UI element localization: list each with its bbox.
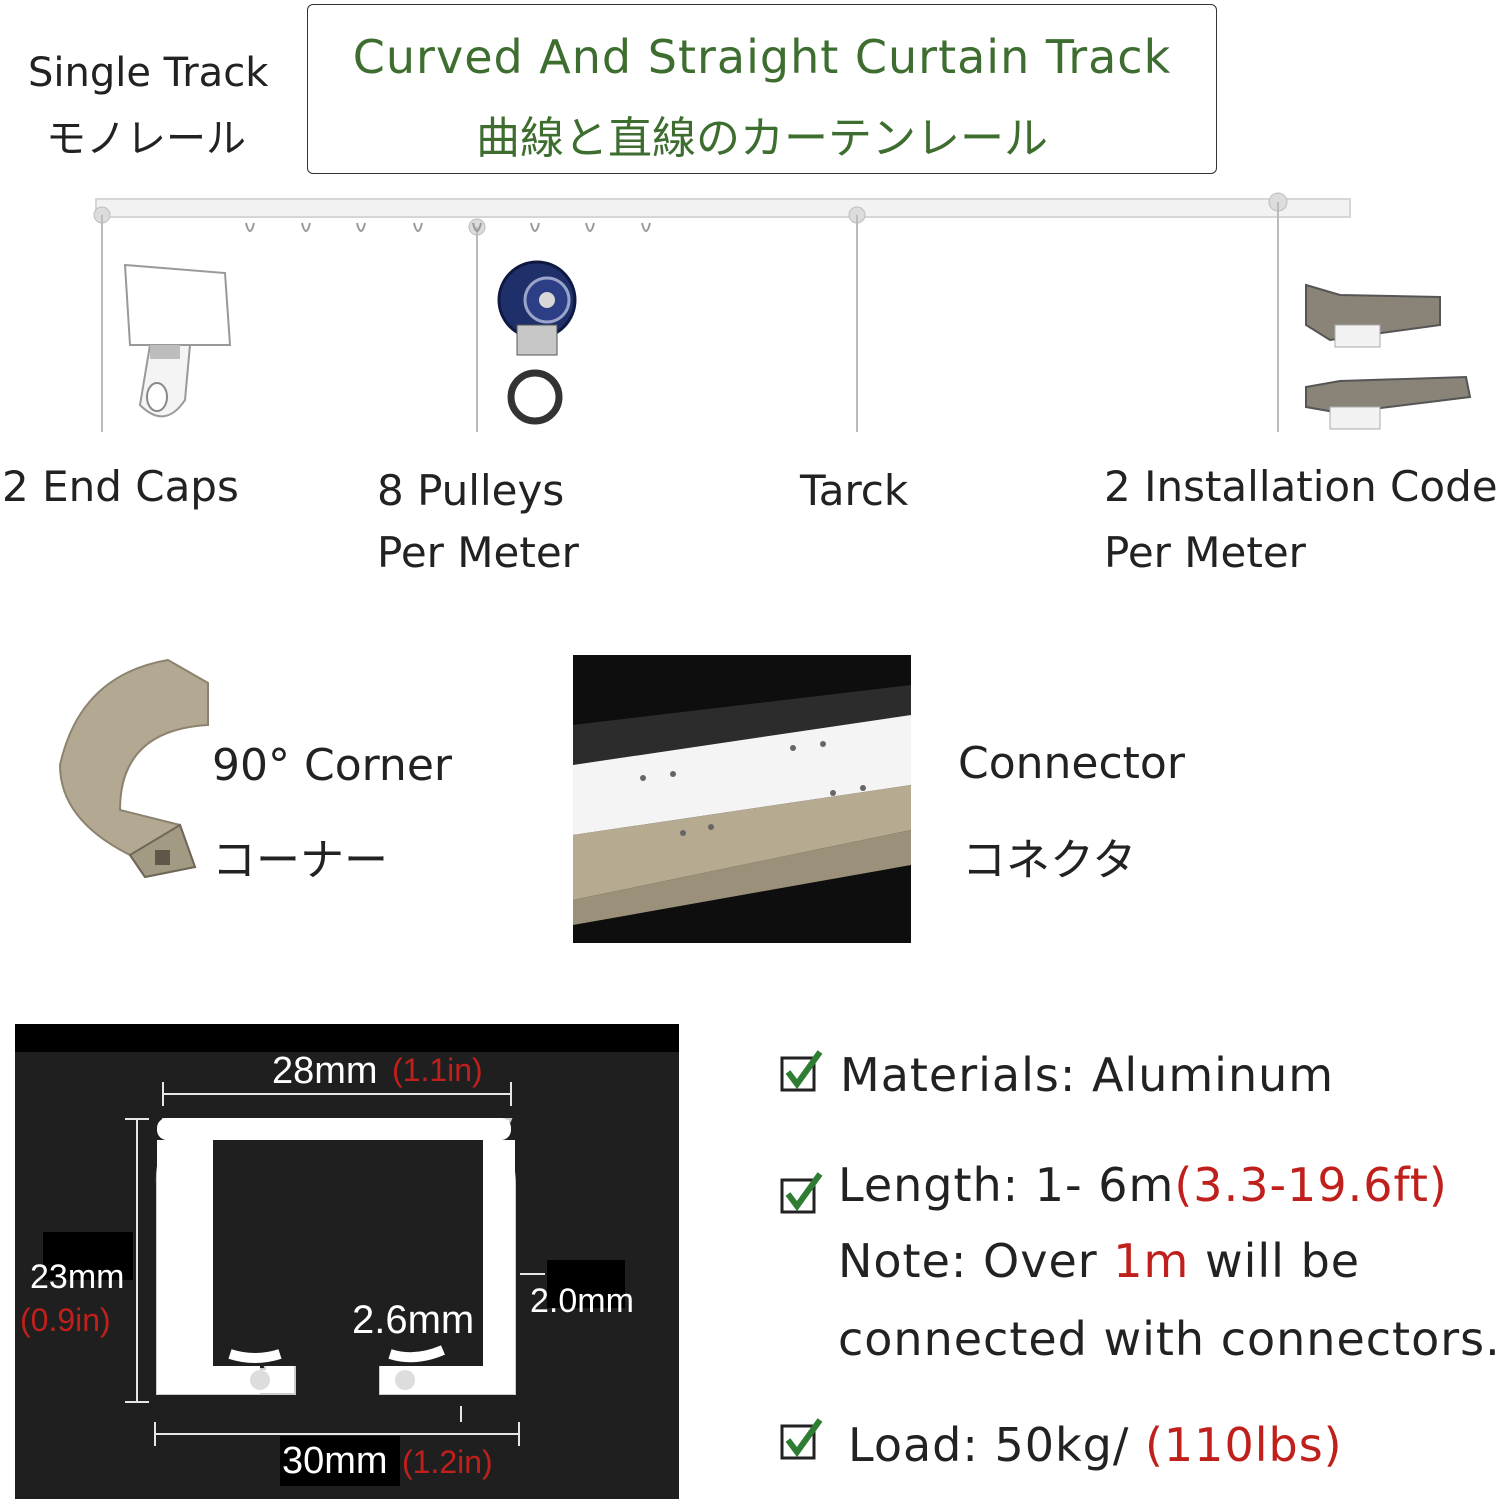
corner-icon — [58, 658, 209, 879]
track-rail — [95, 198, 1351, 218]
spec-load-lbs: (110lbs) — [1144, 1418, 1343, 1472]
connector-label-ja: コネクタ — [962, 835, 1137, 886]
track-label: Tarck — [800, 466, 909, 515]
spec-note-prefix: Note: Over — [838, 1234, 1114, 1288]
height-in: (0.9in) — [20, 1302, 111, 1338]
wall-thickness: 2.0mm — [530, 1282, 634, 1320]
title-box — [307, 4, 1217, 174]
gap-thickness: 2.6mm — [352, 1298, 475, 1342]
spec-note-red: 1m — [1113, 1234, 1190, 1288]
pulleys-label-line2: Per Meter — [377, 528, 579, 577]
pulleys-label-line1: 8 Pulleys — [377, 466, 565, 515]
spec-length: Length: 1- 6m(3.3-19.6ft) — [838, 1158, 1448, 1212]
spec-materials: Materials: Aluminum — [840, 1048, 1335, 1102]
leader-lines — [101, 202, 1279, 432]
check-icon — [780, 1172, 823, 1214]
corner-label-ja: コーナー — [212, 835, 388, 886]
hooks — [245, 222, 651, 232]
single-track-label-en: Single Track — [28, 50, 269, 96]
check-icon — [780, 1050, 823, 1092]
check-icon — [780, 1418, 823, 1460]
bottom-width-in: (1.2in) — [402, 1444, 493, 1480]
installation-bracket-icon — [1305, 283, 1472, 430]
single-track-label-ja: モノレール — [46, 116, 246, 162]
spec-note-suffix: will be — [1189, 1234, 1361, 1288]
pulley-icon — [497, 260, 577, 425]
track-diagram — [93, 192, 1472, 432]
spec-length-ft: (3.3-19.6ft) — [1174, 1158, 1448, 1212]
connector-label-en: Connector — [958, 738, 1185, 789]
profile-top-band — [15, 1024, 679, 1052]
installation-label-line1: 2 Installation Code — [1104, 462, 1498, 511]
spec-note-line1: Note: Over 1m will be — [838, 1234, 1360, 1288]
installation-label-line2: Per Meter — [1104, 528, 1306, 577]
end-caps-label: 2 End Caps — [2, 462, 239, 511]
track-profile-drawing — [43, 1082, 625, 1486]
spec-note-line2: connected with connectors. — [838, 1312, 1501, 1366]
spec-load-value: Load: 50kg/ — [848, 1418, 1145, 1472]
title-ja: 曲線と直線のカーテンレール — [476, 113, 1048, 164]
top-width-in: (1.1in) — [392, 1052, 483, 1088]
end-cap-icon — [123, 263, 232, 418]
corner-label-en: 90° Corner — [212, 740, 452, 791]
connector-icon — [573, 655, 911, 943]
bottom-width-mm: 30mm — [282, 1440, 388, 1482]
title-en: Curved And Straight Curtain Track — [352, 30, 1172, 84]
top-width-mm: 28mm — [272, 1050, 378, 1092]
height-mm: 23mm — [30, 1258, 125, 1296]
spec-load: Load: 50kg/ (110lbs) — [848, 1418, 1343, 1472]
spec-length-value: Length: 1- 6m — [838, 1158, 1175, 1212]
